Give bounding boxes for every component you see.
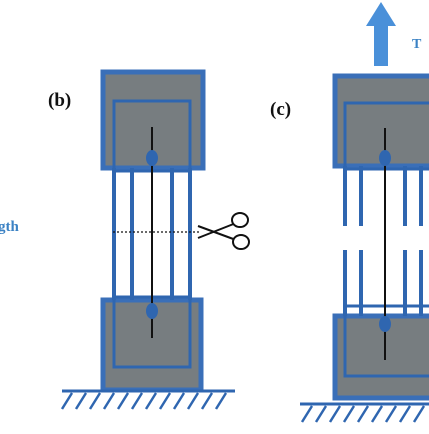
partial-tension-label: T	[412, 37, 422, 52]
fiber-bundle	[112, 168, 192, 300]
bottom-grip-inner-frame	[343, 304, 429, 378]
ground-hatch-icon	[60, 389, 235, 410]
panel-b: (b)	[48, 69, 250, 410]
scissors-icon	[197, 212, 250, 250]
panel-c: (c) T	[270, 2, 429, 423]
top-grip-inner-frame	[343, 101, 429, 171]
top-anchor-dot	[146, 150, 158, 166]
panel-b-label: (b)	[48, 90, 71, 111]
force-arrow-icon	[366, 2, 396, 66]
panel-c-label: (c)	[270, 99, 291, 120]
broken-fiber-bundle	[343, 166, 423, 316]
top-anchor-dot	[379, 150, 391, 166]
bottom-anchor-dot	[379, 316, 391, 332]
bottom-anchor-dot	[146, 303, 158, 319]
partial-length-label: gth	[0, 219, 19, 235]
ground-hatch-icon	[300, 402, 429, 423]
